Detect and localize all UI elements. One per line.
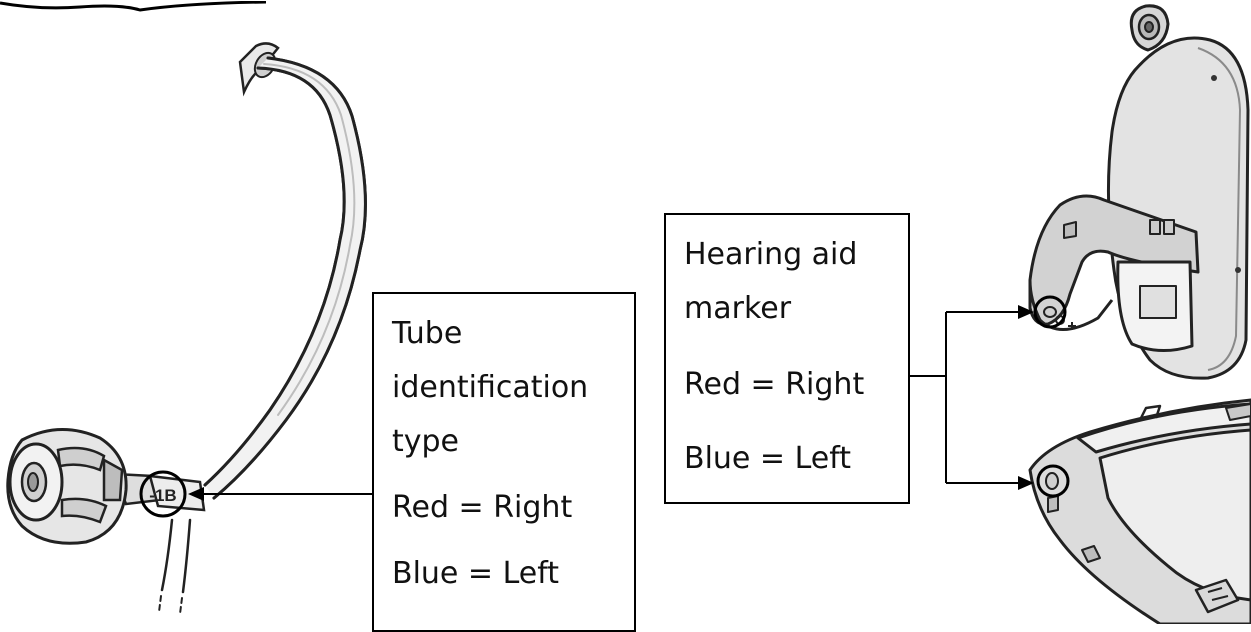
- tube-lower-right: [181, 518, 192, 594]
- heading-underline-fragment: [0, 0, 267, 14]
- lower-aid-top-band: [1076, 402, 1251, 454]
- marker-arrow-head-bottom: [1018, 476, 1034, 490]
- tube-outline-outer-2: [203, 66, 346, 487]
- dome-rib-2: [60, 497, 108, 524]
- tube-outline-inner-2: [212, 56, 367, 500]
- plus-mark: [1068, 322, 1076, 330]
- tube-illustration: [6, 42, 367, 615]
- lower-aid-ridge: [1138, 404, 1162, 421]
- tube-label-highlight-circle: [139, 470, 187, 518]
- battery-door-front: [1028, 279, 1114, 331]
- dome-illustration: [6, 428, 128, 545]
- hearing-aid-nozzle-hole: [1144, 21, 1154, 33]
- lower-aid-tab: [1225, 403, 1251, 421]
- battery-contact-1: [1149, 219, 1161, 235]
- tube-callout-line-2: identification: [392, 370, 589, 405]
- dome-front-hole: [27, 472, 39, 492]
- dome-rib-3: [102, 457, 124, 502]
- hearing-aid-marker-callout: Hearing aid marker Red = Right Blue = Le…: [664, 213, 910, 504]
- battery-contact-2: [1163, 219, 1175, 235]
- lower-aid-mark: [1047, 495, 1059, 513]
- tube-arrow-head: [188, 487, 204, 501]
- lower-aid-grille-lines: [1207, 587, 1229, 601]
- marker-top-highlight-circle: [1033, 295, 1067, 329]
- hearing-aid-bottom-illustration: [1028, 398, 1251, 624]
- marker-arrow-head-top: [1018, 305, 1034, 319]
- hearing-aid-dot-side: [1235, 267, 1241, 273]
- tube-lower-left: [160, 518, 174, 592]
- marker-callout-line-4: Blue = Left: [684, 441, 852, 476]
- hearing-aid-dot-top: [1211, 75, 1217, 81]
- tube-connector-2: [148, 474, 206, 512]
- marker-top-dot: [1043, 306, 1057, 318]
- tube-identification-callout: Tube identification type Red = Right Blu…: [372, 292, 636, 632]
- tube-callout-line-3: type: [392, 424, 460, 459]
- marker-callout-line-1: Hearing aid: [684, 237, 858, 272]
- tube-label-text: -1B: [149, 486, 176, 505]
- marker-bottom-highlight-circle: [1036, 464, 1070, 498]
- marker-bottom-dot: [1045, 472, 1059, 490]
- hearing-aid-top-illustration: [1028, 4, 1250, 380]
- tube-callout-line-1: Tube: [392, 316, 463, 351]
- tube-lower-dash-right: [179, 597, 183, 615]
- lower-aid-grille: [1194, 578, 1240, 614]
- tube-callout-line-4: Red = Right: [392, 490, 573, 525]
- battery-slot: [1139, 285, 1177, 319]
- tube-lower-dash-left: [158, 595, 162, 613]
- hearing-aid-body-shade: [1197, 47, 1241, 371]
- tube-highlight: [263, 63, 356, 416]
- tube-fill: [205, 58, 366, 498]
- door-latch: [1063, 221, 1077, 239]
- dome-rib-1: [56, 446, 106, 472]
- lower-aid-button: [1081, 545, 1101, 563]
- tube-callout-line-5: Blue = Left: [392, 556, 560, 591]
- marker-callout-line-3: Red = Right: [684, 367, 865, 402]
- marker-callout-line-2: marker: [684, 291, 792, 326]
